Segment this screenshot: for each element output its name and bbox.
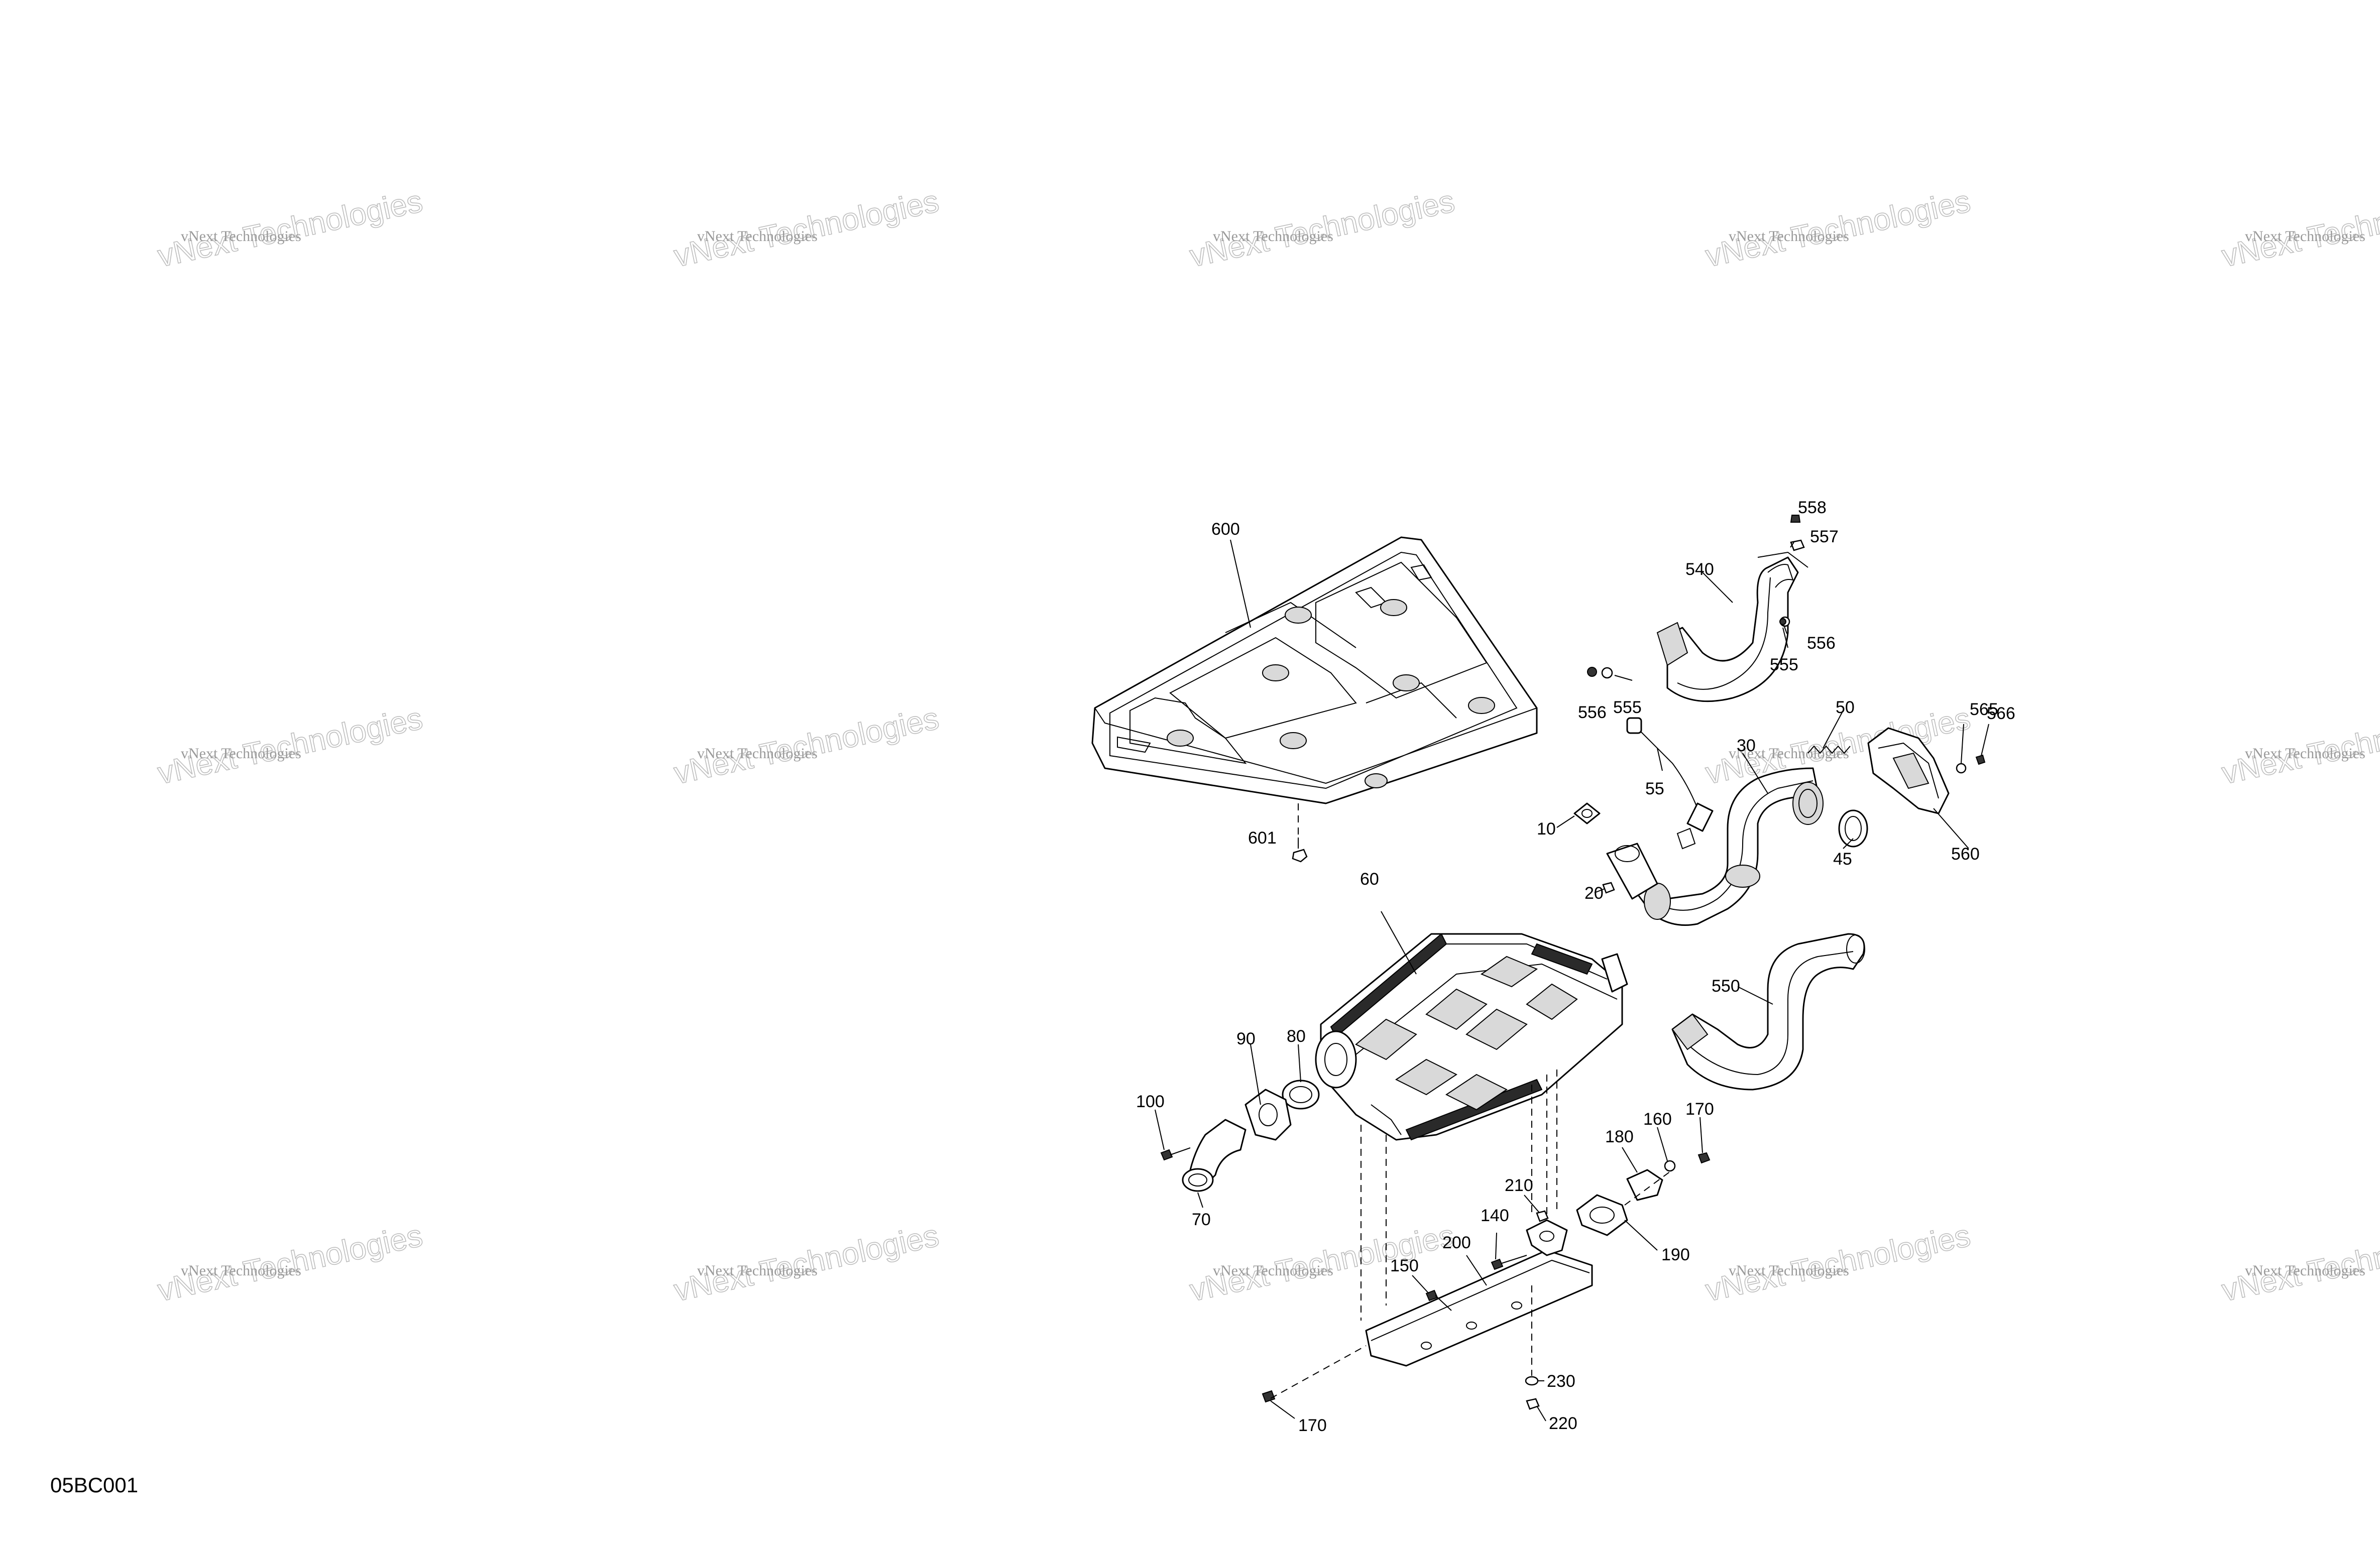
- callout-557: 557: [1810, 527, 1839, 546]
- callout-45: 45: [1833, 850, 1852, 869]
- callout-230: 230: [1547, 1372, 1575, 1391]
- watermark-text: vNext Technologies: [1213, 1262, 1333, 1279]
- callout-550: 550: [1712, 977, 1740, 996]
- callout-100: 100: [1136, 1092, 1165, 1111]
- watermark-text: vNext Technologies: [1213, 228, 1333, 245]
- header-pipe-30: [1606, 767, 1824, 926]
- callout-600: 600: [1211, 520, 1240, 539]
- watermark-text: vNext Technologies: [1729, 228, 1849, 245]
- bracket-200: [1365, 1219, 1593, 1367]
- callout-50: 50: [1836, 698, 1855, 717]
- callout-20: 20: [1584, 884, 1604, 903]
- callout-170-b: 170: [1298, 1416, 1327, 1435]
- callout-558: 558: [1798, 498, 1827, 517]
- callout-labels: 600 601 558 557 540 556 555 556 555 50 5…: [1136, 498, 2015, 1435]
- callout-30: 30: [1737, 736, 1756, 755]
- callout-555: 555: [1770, 655, 1798, 674]
- callout-220: 220: [1549, 1414, 1577, 1433]
- watermark-text: vNext Technologies: [697, 228, 818, 245]
- watermark-text: vNext Technologies: [697, 1262, 818, 1279]
- callout-200: 200: [1442, 1233, 1471, 1252]
- callout-601: 601: [1248, 828, 1277, 848]
- callout-540: 540: [1685, 560, 1714, 579]
- heat-shield-560: [1867, 727, 1950, 814]
- tail-pipe-70: [1182, 1119, 1246, 1192]
- callout-566: 566: [1987, 704, 2015, 723]
- callout-556: 556: [1807, 634, 1836, 653]
- callout-560: 560: [1951, 845, 1980, 864]
- watermark-text: vNext Technologies: [2245, 228, 2365, 245]
- callout-70: 70: [1192, 1210, 1211, 1229]
- watermark-text: vNext Technologies: [181, 228, 301, 245]
- watermark-text: vNext Technologies: [1729, 1262, 1849, 1279]
- watermark-text: vNext Technologies: [697, 745, 818, 762]
- heat-shield-550: [1671, 933, 1865, 1091]
- o2-sensor-55: [1626, 717, 1714, 850]
- heat-shield-540: [1656, 551, 1808, 702]
- callout-180: 180: [1605, 1127, 1634, 1146]
- callout-150: 150: [1390, 1256, 1419, 1275]
- watermark-text: vNext Technologies: [181, 745, 301, 762]
- callout-190: 190: [1661, 1245, 1690, 1264]
- callout-90: 90: [1236, 1029, 1256, 1048]
- callout-210: 210: [1505, 1176, 1533, 1195]
- leader-lines: [1155, 539, 1989, 1421]
- callout-556-b: 556: [1578, 703, 1607, 722]
- muffler-60: [1315, 933, 1628, 1141]
- callout-60: 60: [1360, 870, 1379, 889]
- callout-80: 80: [1287, 1027, 1306, 1046]
- callout-555-b: 555: [1613, 698, 1642, 717]
- callout-55: 55: [1645, 779, 1664, 798]
- callout-140: 140: [1481, 1206, 1509, 1225]
- watermark-text: vNext Technologies: [1729, 745, 1849, 762]
- watermark-text: vNext Technologies: [181, 1262, 301, 1279]
- callout-10: 10: [1537, 819, 1556, 839]
- callout-565: 565: [1970, 700, 1998, 719]
- callout-160: 160: [1643, 1110, 1672, 1129]
- drawing-code: 05BC001: [50, 1473, 138, 1497]
- watermark-text: vNext Technologies: [2245, 745, 2365, 762]
- watermark-text: vNext Technologies: [2245, 1262, 2365, 1279]
- callout-170: 170: [1685, 1100, 1714, 1119]
- skid-plate-600: [1091, 536, 1538, 804]
